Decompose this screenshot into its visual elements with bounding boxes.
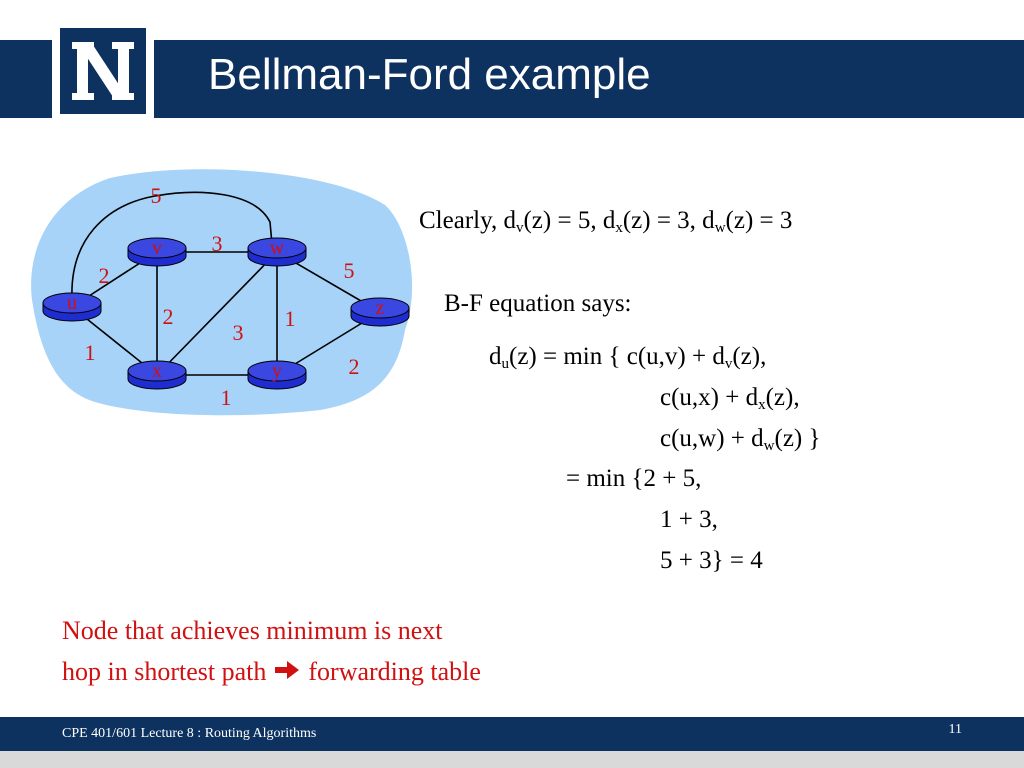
forwarding-note: Node that achieves minimum is next hop i… (62, 610, 481, 692)
router-label-w: w (270, 237, 285, 259)
heavy-right-arrow-icon (274, 651, 300, 692)
router-u: u (42, 292, 102, 322)
edge-cost-w-y: 1 (285, 306, 296, 331)
logo-n-icon (72, 42, 134, 100)
router-z: z (350, 297, 410, 327)
edge-cost-x-w: 3 (233, 320, 244, 345)
edge-cost-u-w: 5 (151, 183, 162, 208)
edge-x-w (156, 251, 278, 376)
router-label-y: y (272, 360, 282, 382)
title-bar (0, 40, 1024, 118)
edge-cost-v-w: 3 (212, 231, 223, 256)
edge-cost-v-x: 2 (163, 304, 174, 329)
equation-line-1: du(z) = min { c(u,v) + dv(z), (489, 343, 767, 372)
equation-line-2: c(u,x) + dx(z), (660, 384, 800, 413)
router-label-v: v (152, 237, 162, 259)
equation-line-5: 1 + 3, (660, 506, 718, 533)
footer-band (0, 751, 1024, 768)
page-number: 11 (948, 722, 962, 737)
router-label-x: x (152, 360, 162, 382)
edge-cost-u-x: 1 (85, 340, 96, 365)
edge-cost-w-z: 5 (344, 258, 355, 283)
footer-course-text: CPE 401/601 Lecture 8 : Routing Algorith… (62, 726, 317, 741)
footer-bar: CPE 401/601 Lecture 8 : Routing Algorith… (0, 717, 1024, 751)
bf-equation-heading: B-F equation says: (444, 290, 632, 317)
router-label-z: z (376, 297, 385, 319)
edge-cost-u-v: 2 (99, 263, 110, 288)
router-v: v (127, 237, 187, 267)
network-cloud (31, 169, 413, 416)
router-x: x (127, 360, 187, 390)
router-w: w (247, 237, 307, 267)
equation-line-3: c(u,w) + dw(z) } (660, 425, 821, 454)
router-y: y (247, 360, 307, 390)
university-logo (52, 20, 154, 122)
note-line-1: Node that achieves minimum is next (62, 616, 443, 645)
router-label-u: u (67, 292, 77, 314)
edge-u-w (71, 191, 273, 299)
slide-title: Bellman-Ford example (208, 50, 651, 99)
edge-cost-y-z: 2 (349, 354, 360, 379)
clearly-statement: Clearly, dv(z) = 5, dx(z) = 3, dw(z) = 3 (419, 207, 793, 236)
edge-cost-x-y: 1 (221, 385, 232, 410)
equation-line-4: = min {2 + 5, (566, 465, 702, 492)
equation-line-6: 5 + 3} = 4 (660, 547, 763, 574)
